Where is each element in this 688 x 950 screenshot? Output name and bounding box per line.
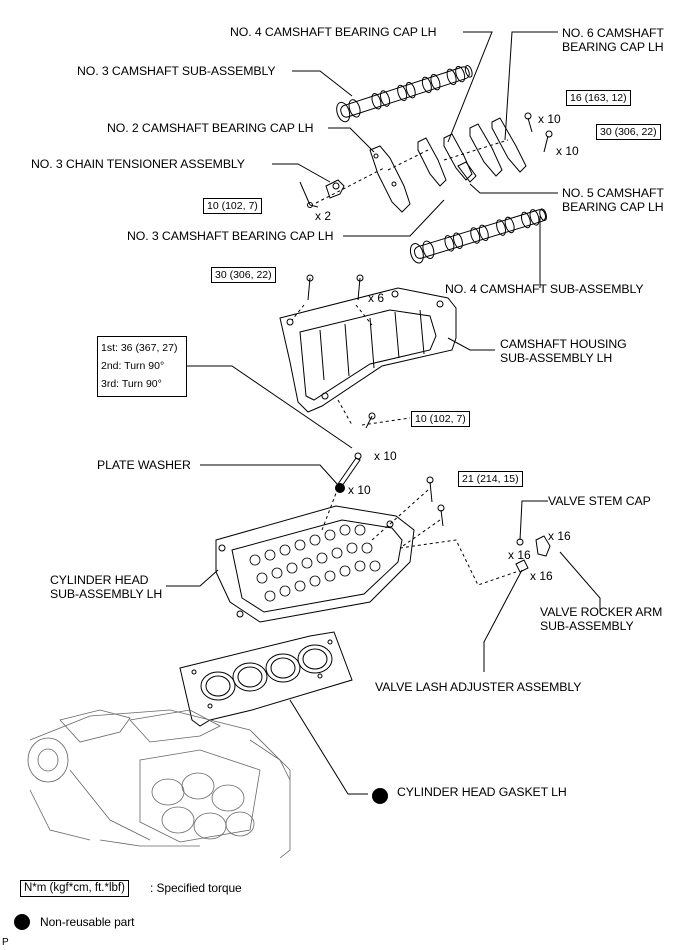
footer-mark: P — [2, 937, 9, 948]
leader-no6-cap — [504, 31, 558, 141]
label-no3-cap: NO. 3 CAMSHAFT BEARING CAP LH — [127, 229, 334, 243]
no4-cap-shape — [443, 133, 473, 181]
label-valve-stem-cap: VALVE STEM CAP — [548, 494, 651, 508]
qty-tensioner-bolts: x 2 — [315, 209, 332, 223]
torque-box-16: 16 (163, 12) — [566, 90, 631, 106]
no6-cap-shape — [469, 123, 503, 177]
label-no4-sub: NO. 4 CAMSHAFT SUB-ASSEMBLY — [445, 282, 644, 296]
leader-lash — [483, 569, 523, 672]
qty-valve-stem-caps: x 16 — [508, 548, 531, 562]
no2-cap-shape — [369, 145, 411, 213]
label-no6-cap-1: NO. 6 CAMSHAFT — [562, 26, 664, 40]
qty-head-bolts: x 10 — [374, 449, 397, 463]
gasket-shape — [179, 631, 353, 727]
label-housing-2: SUB-ASSEMBLY LH — [500, 351, 613, 365]
label-plate-washer: PLATE WASHER — [97, 458, 191, 472]
leader-no3-sub — [292, 70, 353, 97]
torque-box-30a: 30 (306, 22) — [596, 124, 661, 140]
leader-no2-cap — [328, 127, 375, 153]
leader-torque-steps — [186, 365, 353, 449]
label-no5-cap-1: NO. 5 CAMSHAFT — [562, 186, 664, 200]
lash-adjuster-shape — [515, 559, 529, 573]
no3-camshaft-shape — [336, 65, 473, 123]
label-lash-adjuster: VALVE LASH ADJUSTER ASSEMBLY — [375, 680, 582, 694]
qty-no4-cap-bolts: x 10 — [538, 112, 561, 126]
leader-rocker — [559, 551, 601, 611]
label-no2-cap: NO. 2 CAMSHAFT BEARING CAP LH — [107, 121, 314, 135]
leader-valve-stem-cap — [519, 500, 548, 541]
label-cyl-head-2: SUB-ASSEMBLY LH — [50, 587, 163, 601]
label-rocker-1: VALVE ROCKER ARM — [540, 605, 663, 619]
leader-cyl-head — [166, 569, 219, 587]
torque-box-10a: 10 (102, 7) — [203, 198, 262, 214]
torque-steps-box: 1st: 36 (367, 27) 2nd: Turn 90° 3rd: Tur… — [97, 336, 187, 397]
cylinder-head-shape — [215, 505, 415, 623]
qty-plate-washers: x 10 — [348, 483, 371, 497]
leader-no5-cap — [469, 183, 558, 194]
legend-nonreusable-desc: Non-reusable part — [40, 915, 135, 929]
leader-gasket — [289, 699, 368, 795]
torque-box-30b: 30 (306, 22) — [211, 267, 276, 283]
qty-no6-cap-bolts: x 10 — [556, 144, 579, 158]
torque-step-3: 3rd: Turn 90° — [101, 378, 162, 390]
label-no4-cap: NO. 4 CAMSHAFT BEARING CAP LH — [230, 25, 437, 39]
gasket-nonreusable-marker — [372, 788, 388, 804]
no5-cap-shape — [457, 161, 477, 183]
no3-cap-shape — [417, 137, 447, 187]
leader-no4-cap — [447, 31, 493, 143]
label-no5-cap-2: BEARING CAP LH — [562, 200, 664, 214]
valve-stem-cap-shape — [516, 538, 524, 546]
qty-rocker-arms: x 16 — [548, 529, 571, 543]
tensioner-shape — [325, 179, 345, 199]
label-rocker-2: SUB-ASSEMBLY — [540, 619, 634, 633]
engine-block-shape — [27, 709, 291, 859]
legend-torque-desc: : Specified torque — [150, 881, 242, 895]
leader-no3-cap — [343, 199, 445, 237]
label-no3-tensioner: NO. 3 CHAIN TENSIONER ASSEMBLY — [31, 157, 245, 171]
label-no6-cap-2: BEARING CAP LH — [562, 40, 664, 54]
qty-housing-bolts: x 6 — [368, 291, 385, 305]
torque-box-21: 21 (214, 15) — [458, 471, 523, 487]
legend-nonreusable-marker — [14, 914, 30, 930]
rocker-arm-shape — [535, 535, 551, 557]
bolts — [306, 112, 553, 527]
legend-torque-unit-box: N*m (kgf*cm, ft.*lbf) — [20, 880, 129, 897]
label-gasket: CYLINDER HEAD GASKET LH — [397, 785, 567, 799]
label-cyl-head-1: CYLINDER HEAD — [50, 573, 149, 587]
label-housing-1: CAMSHAFT HOUSING — [500, 337, 627, 351]
label-no3-sub: NO. 3 CAMSHAFT SUB-ASSEMBLY — [77, 64, 276, 78]
camshaft-housing-shape — [279, 287, 457, 413]
leader-tensioner — [272, 163, 331, 183]
torque-step-2: 2nd: Turn 90° — [101, 360, 165, 372]
no4-camshaft-shape — [409, 208, 547, 264]
qty-lash-adjusters: x 16 — [530, 569, 553, 583]
torque-step-1: 1st: 36 (367, 27) — [101, 342, 178, 354]
leader-housing — [447, 337, 495, 351]
torque-box-10b: 10 (102, 7) — [411, 411, 470, 427]
leader-plate-washer — [200, 464, 339, 486]
